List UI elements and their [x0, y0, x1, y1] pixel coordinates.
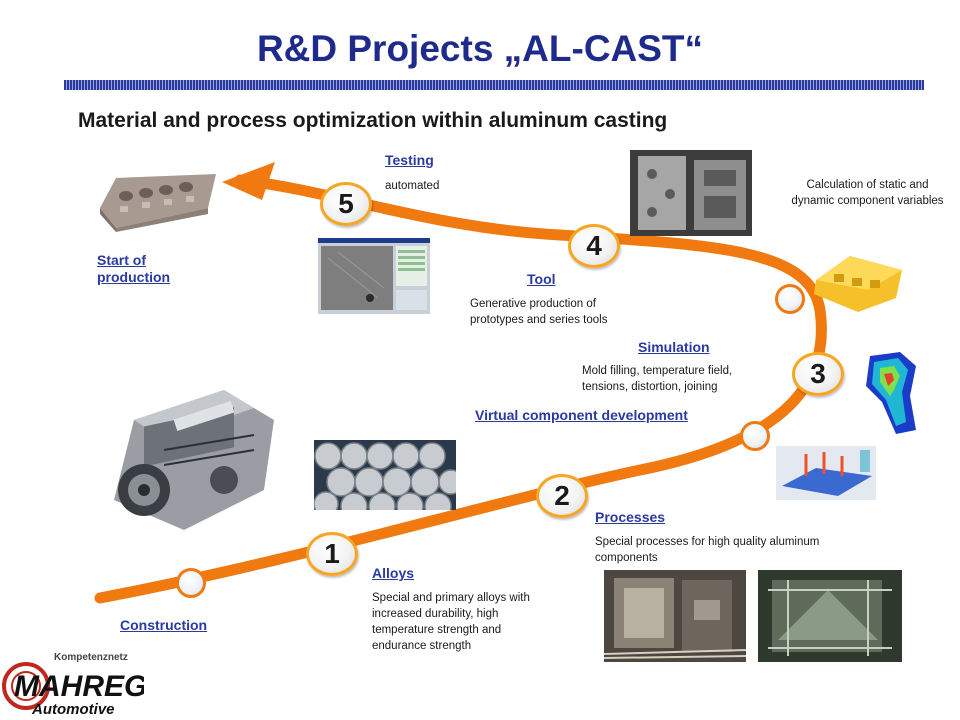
- virtual-development-label[interactable]: Virtual component development: [475, 407, 688, 423]
- logo-bottom-text: Automotive: [31, 701, 115, 718]
- start-of-production-label[interactable]: Start of production: [97, 252, 170, 286]
- page-title: R&D Projects „AL-CAST“: [256, 28, 704, 69]
- aluminum-bars-photo: [314, 440, 456, 510]
- tool-label[interactable]: Tool: [527, 271, 556, 287]
- calculation-text: Calculation of static and dynamic compon…: [791, 179, 944, 207]
- start-label-line2: production: [97, 269, 171, 285]
- simulation-text: Mold filling, temperature field, tension…: [582, 365, 733, 393]
- step-badge-4: 4: [568, 224, 620, 268]
- tool-text: Generative production of prototypes and …: [470, 298, 608, 326]
- page-subtitle: Material and process optimization within…: [78, 109, 668, 132]
- step-badge-3: 3: [792, 352, 844, 396]
- processes-text: Special processes for high quality alumi…: [595, 536, 820, 564]
- step-badge-5: 5: [320, 182, 372, 226]
- path-node-simulation: [775, 284, 805, 314]
- alloys-text: Special and primary alloys with increase…: [372, 592, 530, 652]
- construction-label[interactable]: Construction: [120, 617, 208, 633]
- mold-tool-photo: [630, 150, 752, 236]
- processes-label[interactable]: Processes: [595, 509, 666, 525]
- logo-main-text: MAHREG: [14, 670, 144, 703]
- arrow-head-icon: [222, 162, 275, 200]
- xray-screen-photo: [318, 238, 430, 314]
- logo-top-text: Kompetenznetz: [54, 652, 128, 663]
- title-divider: [64, 80, 924, 90]
- mahreg-logo: Kompetenznetz MAHREG Automotive: [2, 648, 147, 718]
- start-label-line1: Start of: [97, 252, 146, 268]
- step-badge-1: 1: [306, 532, 358, 576]
- casting-machine-photo-1: [604, 570, 746, 662]
- simulation-label[interactable]: Simulation: [638, 339, 710, 355]
- path-node-construction: [176, 568, 206, 598]
- casting-machine-photo-2: [758, 570, 902, 662]
- step-badge-2: 2: [536, 474, 588, 518]
- cylinder-head-photo: [96, 168, 220, 234]
- testing-label[interactable]: Testing: [385, 152, 434, 168]
- simulation-plot-photo: [776, 446, 876, 500]
- engine-photo: [104, 380, 280, 540]
- path-node-virtual: [740, 421, 770, 451]
- testing-text: automated: [385, 180, 440, 192]
- alloys-label[interactable]: Alloys: [372, 565, 415, 581]
- fea-part-photo-yellow: [810, 250, 906, 316]
- fea-part-photo-contour: [860, 346, 922, 438]
